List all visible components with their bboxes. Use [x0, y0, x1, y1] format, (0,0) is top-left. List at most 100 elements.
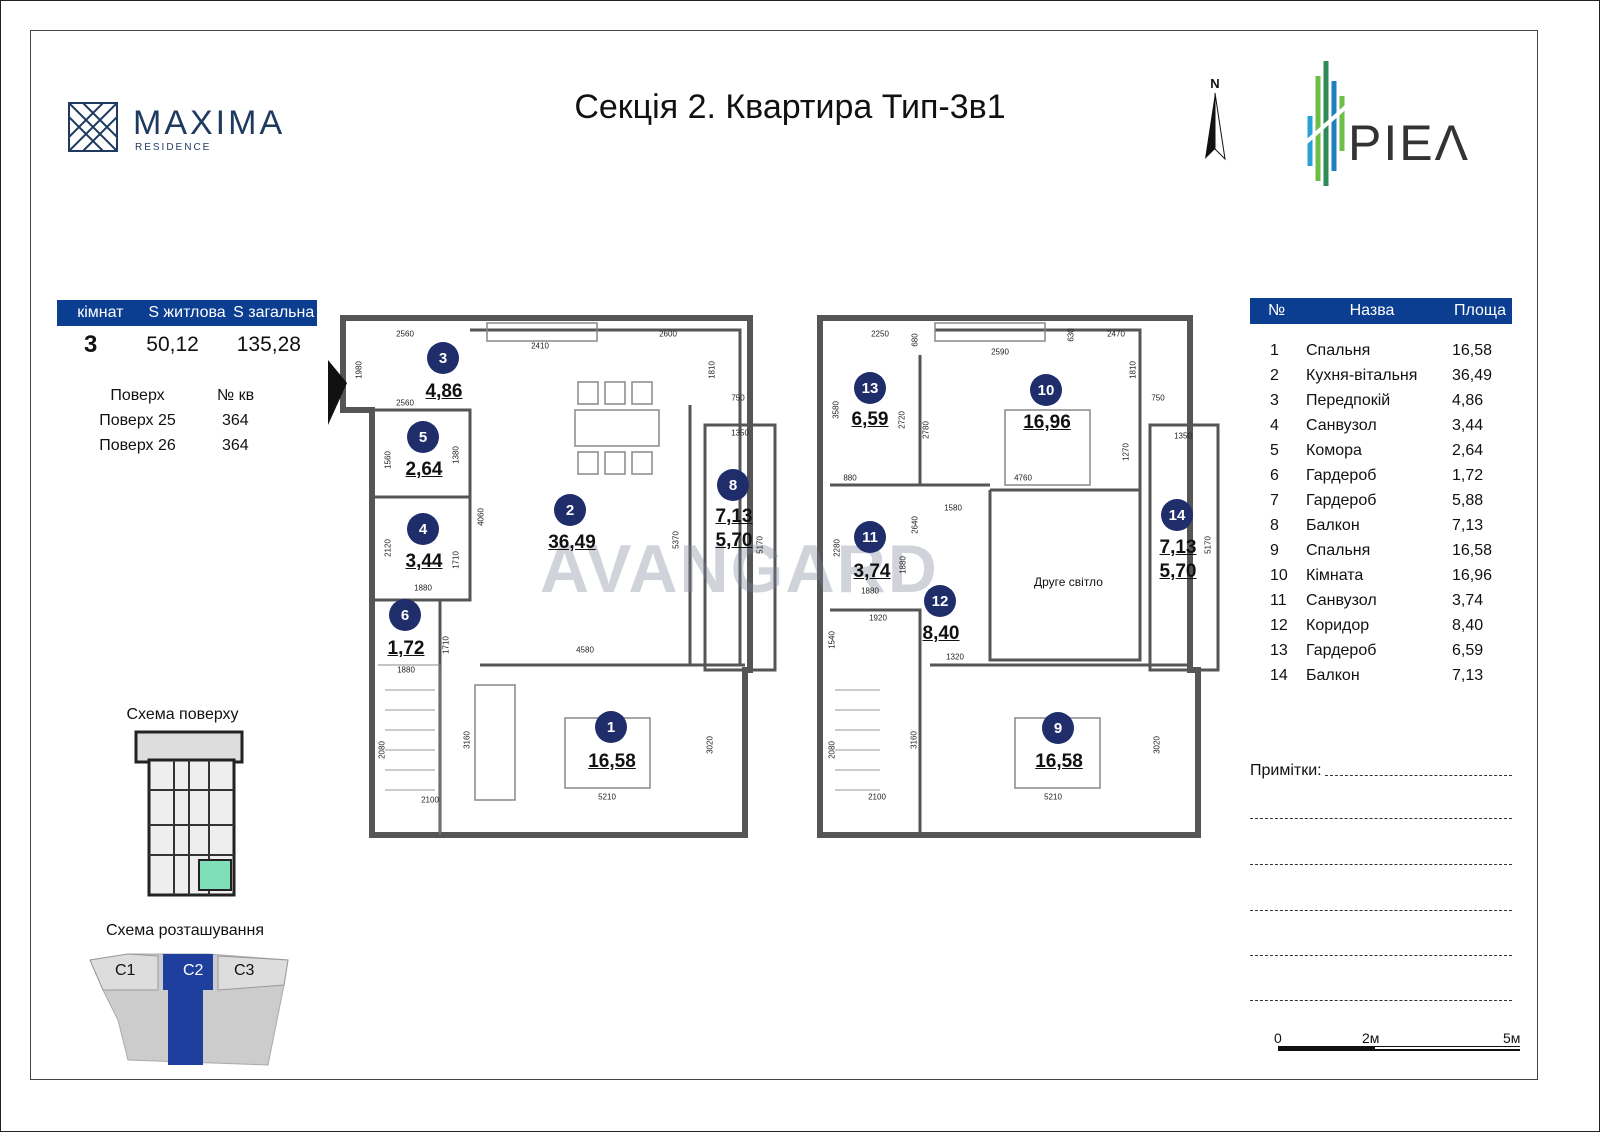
site-scheme-title: Схема розташування: [105, 922, 264, 939]
dimension: 1540: [827, 631, 837, 649]
rooms-count: 3: [84, 331, 98, 358]
scale-tick-0: 0: [1274, 1030, 1282, 1046]
dimension: 3020: [705, 736, 715, 754]
row-name: Санвузол: [1306, 591, 1377, 609]
room-badge: 3: [427, 342, 459, 374]
notes-label: Примітки:: [1250, 762, 1322, 779]
room-area: 1,72: [387, 638, 425, 659]
row-number: 5: [1270, 441, 1279, 459]
total-area: 135,28: [236, 333, 301, 356]
floor-scheme-title: Схема поверху: [126, 706, 239, 723]
dimension: 1920: [869, 613, 887, 623]
maxima-logo: MAXIMA RESIDENCE: [68, 102, 282, 159]
dimension: 2640: [910, 516, 920, 534]
site-scheme: [89, 953, 289, 1066]
row-number: 14: [1270, 666, 1288, 684]
scale-tick-5: 5м: [1503, 1030, 1521, 1046]
room-area-2: 5,70: [1159, 561, 1197, 582]
room-area: 3,44: [405, 551, 443, 572]
dimension: 4060: [476, 508, 486, 526]
row-number: 7: [1270, 491, 1279, 509]
dimension: 2120: [383, 539, 393, 557]
row-number: 1: [1270, 341, 1279, 359]
apartment-highlight: [198, 859, 232, 891]
row-name: Коридор: [1306, 616, 1370, 634]
rooms-table-header: № Назва Площа: [1250, 298, 1512, 324]
row-name: Санвузол: [1306, 416, 1377, 434]
header-living-area: S житлова: [148, 304, 226, 321]
dimension: 1380: [451, 446, 461, 464]
col-number: №: [1268, 302, 1286, 319]
room-badge: 8: [717, 469, 749, 501]
notes-line: [1250, 910, 1512, 911]
dimension: 1880: [397, 665, 415, 675]
dimension: 2600: [659, 329, 677, 339]
dimension: 3580: [831, 401, 841, 419]
row-area: 5,88: [1452, 491, 1484, 509]
living-area: 50,12: [146, 333, 199, 356]
row-name: Балкон: [1306, 516, 1360, 534]
dimension: 2720: [897, 411, 907, 429]
col-name: Назва: [1349, 302, 1395, 319]
north-arrow: N: [1200, 76, 1230, 166]
room-badge: 12: [924, 585, 956, 617]
row-name: Балкон: [1306, 666, 1360, 684]
north-label: N: [1210, 76, 1220, 91]
dimension: 2280: [832, 539, 842, 557]
dimension: 1270: [1121, 443, 1131, 461]
floor-item: Поверх 25: [99, 412, 176, 429]
row-number: 11: [1270, 591, 1287, 609]
maxima-logo-text: MAXIMA: [133, 104, 286, 142]
piea-logo-text: PIEΛ: [1348, 115, 1470, 171]
notes-line: [1250, 818, 1512, 819]
sheet-frame: [30, 30, 1538, 1080]
header-rooms: кімнат: [77, 304, 124, 321]
room-badge: 9: [1042, 712, 1074, 744]
apt-number: 364: [222, 437, 249, 454]
page-title: Секція 2. Квартира Тип-3в1: [574, 88, 1006, 126]
dimension: 1320: [946, 652, 964, 662]
dimension: 1880: [414, 583, 432, 593]
room-area: 16,58: [588, 751, 636, 772]
notes-line: [1250, 1000, 1512, 1001]
header-total-area: S загальна: [233, 304, 315, 321]
floor-header: Поверх: [110, 387, 165, 404]
maxima-logo-icon: [68, 102, 118, 152]
dimension: 5210: [1044, 792, 1062, 802]
dimension: 3160: [909, 731, 919, 749]
row-name: Гардероб: [1306, 641, 1377, 659]
room-badge: 4: [407, 513, 439, 545]
dimension: 5370: [671, 531, 681, 549]
section-c2: C2: [183, 962, 204, 979]
second-light-label: Друге світло: [1034, 575, 1103, 589]
dimension: 2100: [421, 795, 439, 805]
row-number: 6: [1270, 466, 1279, 484]
row-area: 1,72: [1452, 466, 1484, 484]
row-name: Комора: [1306, 441, 1362, 459]
room-area: 7,13: [715, 506, 753, 527]
row-area: 8,40: [1452, 616, 1484, 634]
room-badge: 2: [554, 494, 586, 526]
row-number: 8: [1270, 516, 1279, 534]
dimension: 5170: [755, 536, 765, 554]
scale-bar: [1278, 1046, 1520, 1051]
row-area: 3,44: [1452, 416, 1484, 434]
dimension: 4760: [1014, 473, 1032, 483]
floor-scheme: [134, 730, 244, 897]
dimension: 4580: [576, 645, 594, 655]
dimension: 2250: [871, 329, 889, 339]
row-area: 36,49: [1452, 366, 1493, 384]
room-area: 7,13: [1159, 537, 1197, 558]
notes-line: [1325, 775, 1512, 776]
dimension: 2100: [868, 792, 886, 802]
row-number: 2: [1270, 366, 1279, 384]
